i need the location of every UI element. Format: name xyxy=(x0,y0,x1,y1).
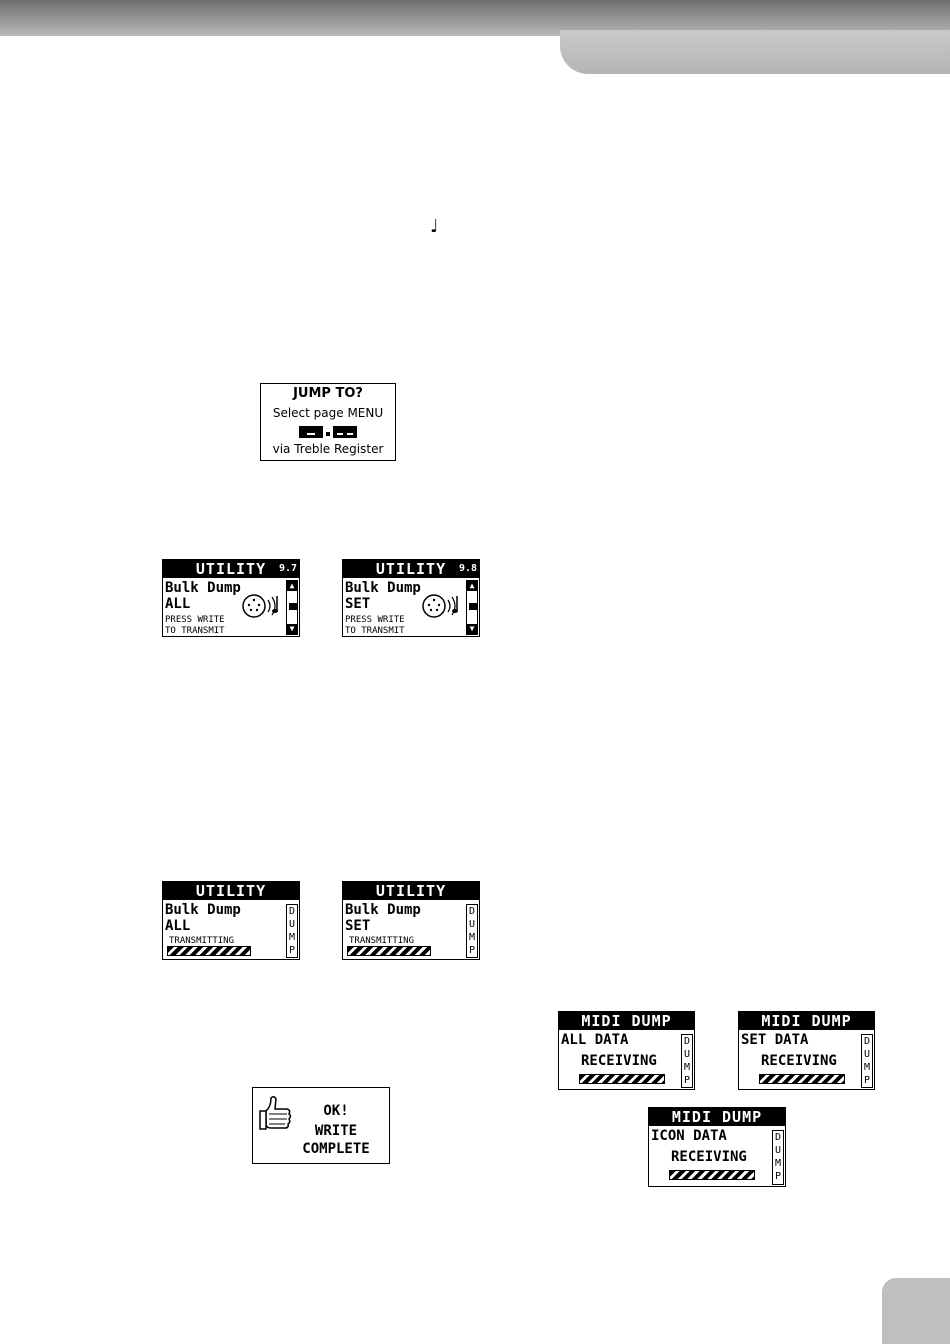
param-value: SET xyxy=(345,918,371,934)
lcd-title: MIDI DUMP xyxy=(671,1108,763,1126)
lcd-utility-bulk-dump-all: UTILITY 9.7 Bulk Dump ALL PRESS WRITE TO… xyxy=(162,559,300,637)
page-corner-tab xyxy=(882,1278,950,1344)
scroll-up-arrow-icon[interactable]: ▲ xyxy=(287,581,297,591)
complete-text: COMPLETE xyxy=(302,1141,370,1157)
jump-title: JUMP TO? xyxy=(293,386,363,401)
status-text: TRANSMITTING xyxy=(349,936,415,946)
write-text: WRITE xyxy=(314,1123,358,1139)
lcd-title-bar: UTILITY xyxy=(343,882,479,900)
lcd-title: MIDI DUMP xyxy=(581,1012,672,1030)
param-name: Bulk Dump xyxy=(165,902,241,918)
hint-line-1: PRESS WRITE xyxy=(345,615,405,625)
ok-text: OK! xyxy=(323,1103,349,1119)
quarter-note-icon: ♩ xyxy=(430,216,439,237)
lcd-title-bar: UTILITY xyxy=(163,882,299,900)
param-value: ALL xyxy=(165,596,191,612)
data-type: ICON DATA xyxy=(651,1128,727,1144)
midi-connector-icon xyxy=(242,594,278,618)
lcd-title: UTILITY xyxy=(195,882,267,900)
lcd-title-bar: UTILITY 9.7 xyxy=(163,560,299,578)
status-text: RECEIVING xyxy=(761,1053,837,1069)
hint-line-1: PRESS WRITE xyxy=(165,615,225,625)
param-value: SET xyxy=(345,596,371,612)
write-complete-dialog: OK! WRITE COMPLETE xyxy=(252,1087,390,1164)
data-type: ALL DATA xyxy=(561,1032,629,1048)
page-number: 9.8 xyxy=(458,563,477,574)
midi-connector-icon xyxy=(422,594,458,618)
data-type: SET DATA xyxy=(741,1032,809,1048)
hint-line-2: TO TRANSMIT xyxy=(345,626,405,636)
lcd-title-bar: UTILITY 9.8 xyxy=(343,560,479,578)
param-name: Bulk Dump xyxy=(165,580,241,596)
lcd-title-bar: MIDI DUMP xyxy=(739,1012,874,1030)
param-name: Bulk Dump xyxy=(345,580,421,596)
jump-page-entry-field xyxy=(299,426,357,438)
jump-to-dialog: JUMP TO? Select page MENU via Treble Reg… xyxy=(260,383,396,461)
jump-via-text: via Treble Register xyxy=(272,442,384,456)
param-value: ALL xyxy=(165,918,191,934)
scroll-down-arrow-icon[interactable]: ▼ xyxy=(467,624,477,634)
lcd-title: UTILITY xyxy=(375,882,447,900)
status-text: RECEIVING xyxy=(671,1149,747,1165)
jump-select-page: Select page MENU xyxy=(272,406,384,420)
progress-bar xyxy=(759,1074,845,1084)
scroll-down-arrow-icon[interactable]: ▼ xyxy=(287,624,297,634)
scrollbar[interactable]: ▲ ▼ xyxy=(286,580,298,635)
progress-bar xyxy=(167,946,251,956)
lcd-title-bar: MIDI DUMP xyxy=(649,1108,785,1126)
progress-bar xyxy=(579,1074,665,1084)
page-header-tab xyxy=(560,30,950,74)
thumbs-up-icon xyxy=(259,1095,292,1130)
page-number: 9.7 xyxy=(278,563,297,574)
lcd-title: MIDI DUMP xyxy=(761,1012,852,1030)
status-text: RECEIVING xyxy=(581,1053,657,1069)
scroll-thumb[interactable] xyxy=(289,603,297,610)
scrollbar[interactable]: ▲ ▼ xyxy=(466,580,478,635)
hint-line-2: TO TRANSMIT xyxy=(165,626,225,636)
param-name: Bulk Dump xyxy=(345,902,421,918)
lcd-title: UTILITY xyxy=(375,560,447,578)
lcd-utility-bulk-dump-set: UTILITY 9.8 Bulk Dump SET PRESS WRITE TO… xyxy=(342,559,480,637)
lcd-title: UTILITY xyxy=(195,560,267,578)
progress-bar xyxy=(347,946,431,956)
lcd-title-bar: MIDI DUMP xyxy=(559,1012,694,1030)
status-text: TRANSMITTING xyxy=(169,936,235,946)
scroll-up-arrow-icon[interactable]: ▲ xyxy=(467,581,477,591)
progress-bar xyxy=(669,1170,755,1180)
scroll-thumb[interactable] xyxy=(469,603,477,610)
